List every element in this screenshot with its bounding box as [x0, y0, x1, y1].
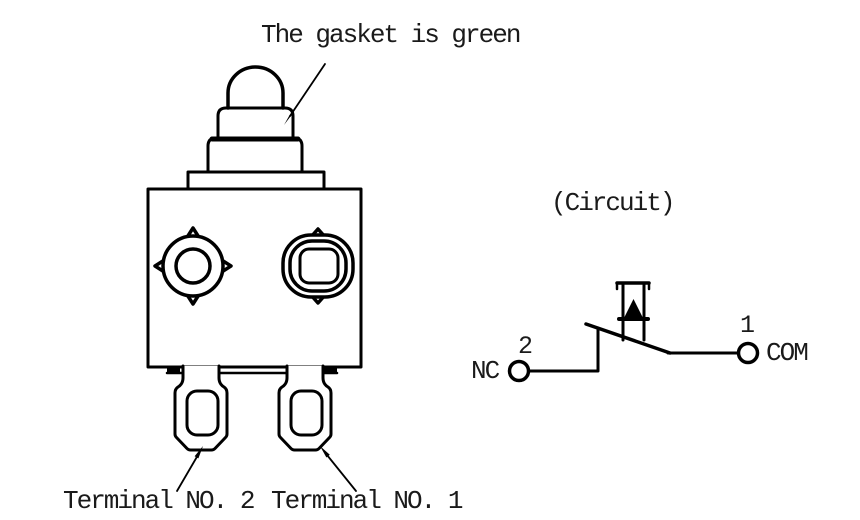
terminal-2-label: Terminal NO. 2 — [63, 486, 255, 516]
terminal-1 — [277, 364, 333, 452]
com-contact-circle — [736, 341, 760, 365]
mounting-hole-right — [281, 227, 355, 305]
nc-wire — [527, 326, 600, 373]
flange-plate — [186, 170, 326, 191]
pin-1-label: 1 — [740, 311, 755, 340]
terminal-1-leader-arrowhead — [320, 446, 330, 458]
terminal-1-leader-stroke — [326, 454, 357, 492]
terminal-1-hole — [289, 389, 324, 437]
base-nub-left — [167, 366, 180, 372]
plunger-actuator — [615, 281, 651, 342]
gasket-leader-line — [284, 63, 326, 125]
boss-inner-ring — [174, 247, 212, 285]
pin-2-label: 2 — [518, 332, 533, 361]
terminal-2-leader-line — [176, 446, 203, 492]
terminal-2-leader-stroke — [176, 454, 199, 492]
nc-contact-circle — [507, 359, 531, 383]
terminal-2 — [173, 364, 229, 452]
base-nub-right — [324, 366, 337, 372]
gasket-leader-stroke — [289, 63, 326, 117]
terminal-2-leader-arrowhead — [194, 446, 203, 459]
nc-label: NC — [471, 356, 500, 386]
terminal-1-leader-line — [320, 446, 357, 492]
circuit-diagram — [507, 281, 760, 383]
terminal-2-hole — [185, 389, 220, 437]
mounting-step — [206, 136, 304, 175]
gasket-leader-arrowhead — [284, 113, 294, 125]
plunger-arrow — [624, 299, 643, 318]
oval-window — [298, 247, 340, 285]
circuit-title: (Circuit) — [551, 188, 675, 218]
com-label: COM — [766, 338, 809, 368]
gasket-ring — [216, 106, 295, 142]
push-button-dome — [226, 65, 285, 110]
switch-front-view — [146, 63, 363, 492]
switch-lever — [584, 322, 672, 355]
gasket-note: The gasket is green — [261, 20, 521, 50]
mounting-boss-left — [153, 226, 233, 306]
terminal-1-label: Terminal NO. 1 — [271, 486, 463, 516]
